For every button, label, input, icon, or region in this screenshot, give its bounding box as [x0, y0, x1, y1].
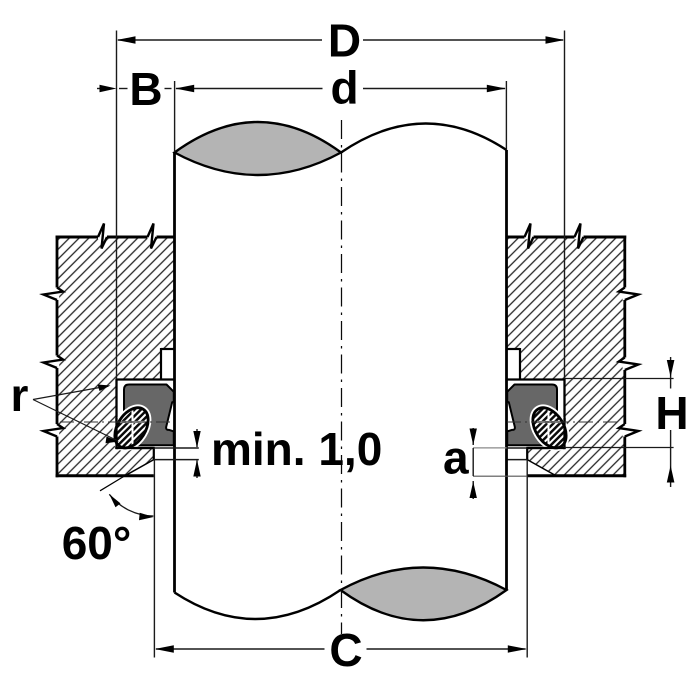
svg-text:B: B	[129, 63, 162, 115]
svg-text:d: d	[330, 62, 358, 114]
svg-text:D: D	[328, 15, 361, 67]
svg-text:H: H	[655, 387, 688, 439]
svg-text:C: C	[329, 624, 362, 676]
svg-text:min. 1,0: min. 1,0	[211, 423, 382, 475]
svg-text:a: a	[443, 431, 469, 483]
svg-text:r: r	[11, 369, 29, 421]
svg-text:60°: 60°	[62, 517, 132, 569]
